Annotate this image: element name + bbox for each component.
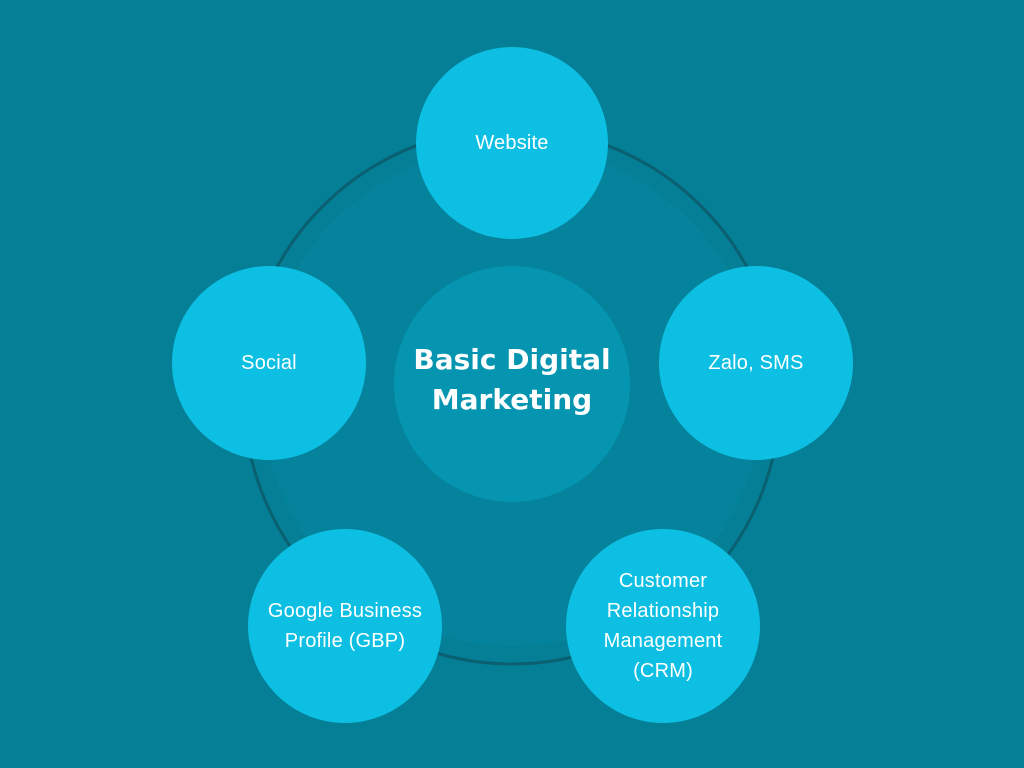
node-crm: Customer Relationship Management (CRM)	[566, 529, 760, 723]
center-title: Basic Digital Marketing	[413, 343, 611, 416]
node-google-business-profile: Google Business Profile (GBP)	[248, 529, 442, 723]
center-hub: Basic Digital Marketing	[394, 266, 630, 502]
node-website: Website	[416, 47, 608, 239]
node-zalo-sms-label: Zalo, SMS	[708, 352, 804, 374]
node-social-label: Social	[241, 352, 297, 374]
node-gbp-label: Google Business Profile (GBP)	[267, 600, 423, 652]
node-crm-label: Customer Relationship Management (CRM)	[603, 570, 723, 682]
node-social: Social	[172, 266, 366, 460]
node-website-label: Website	[475, 132, 549, 154]
node-zalo-sms: Zalo, SMS	[659, 266, 853, 460]
